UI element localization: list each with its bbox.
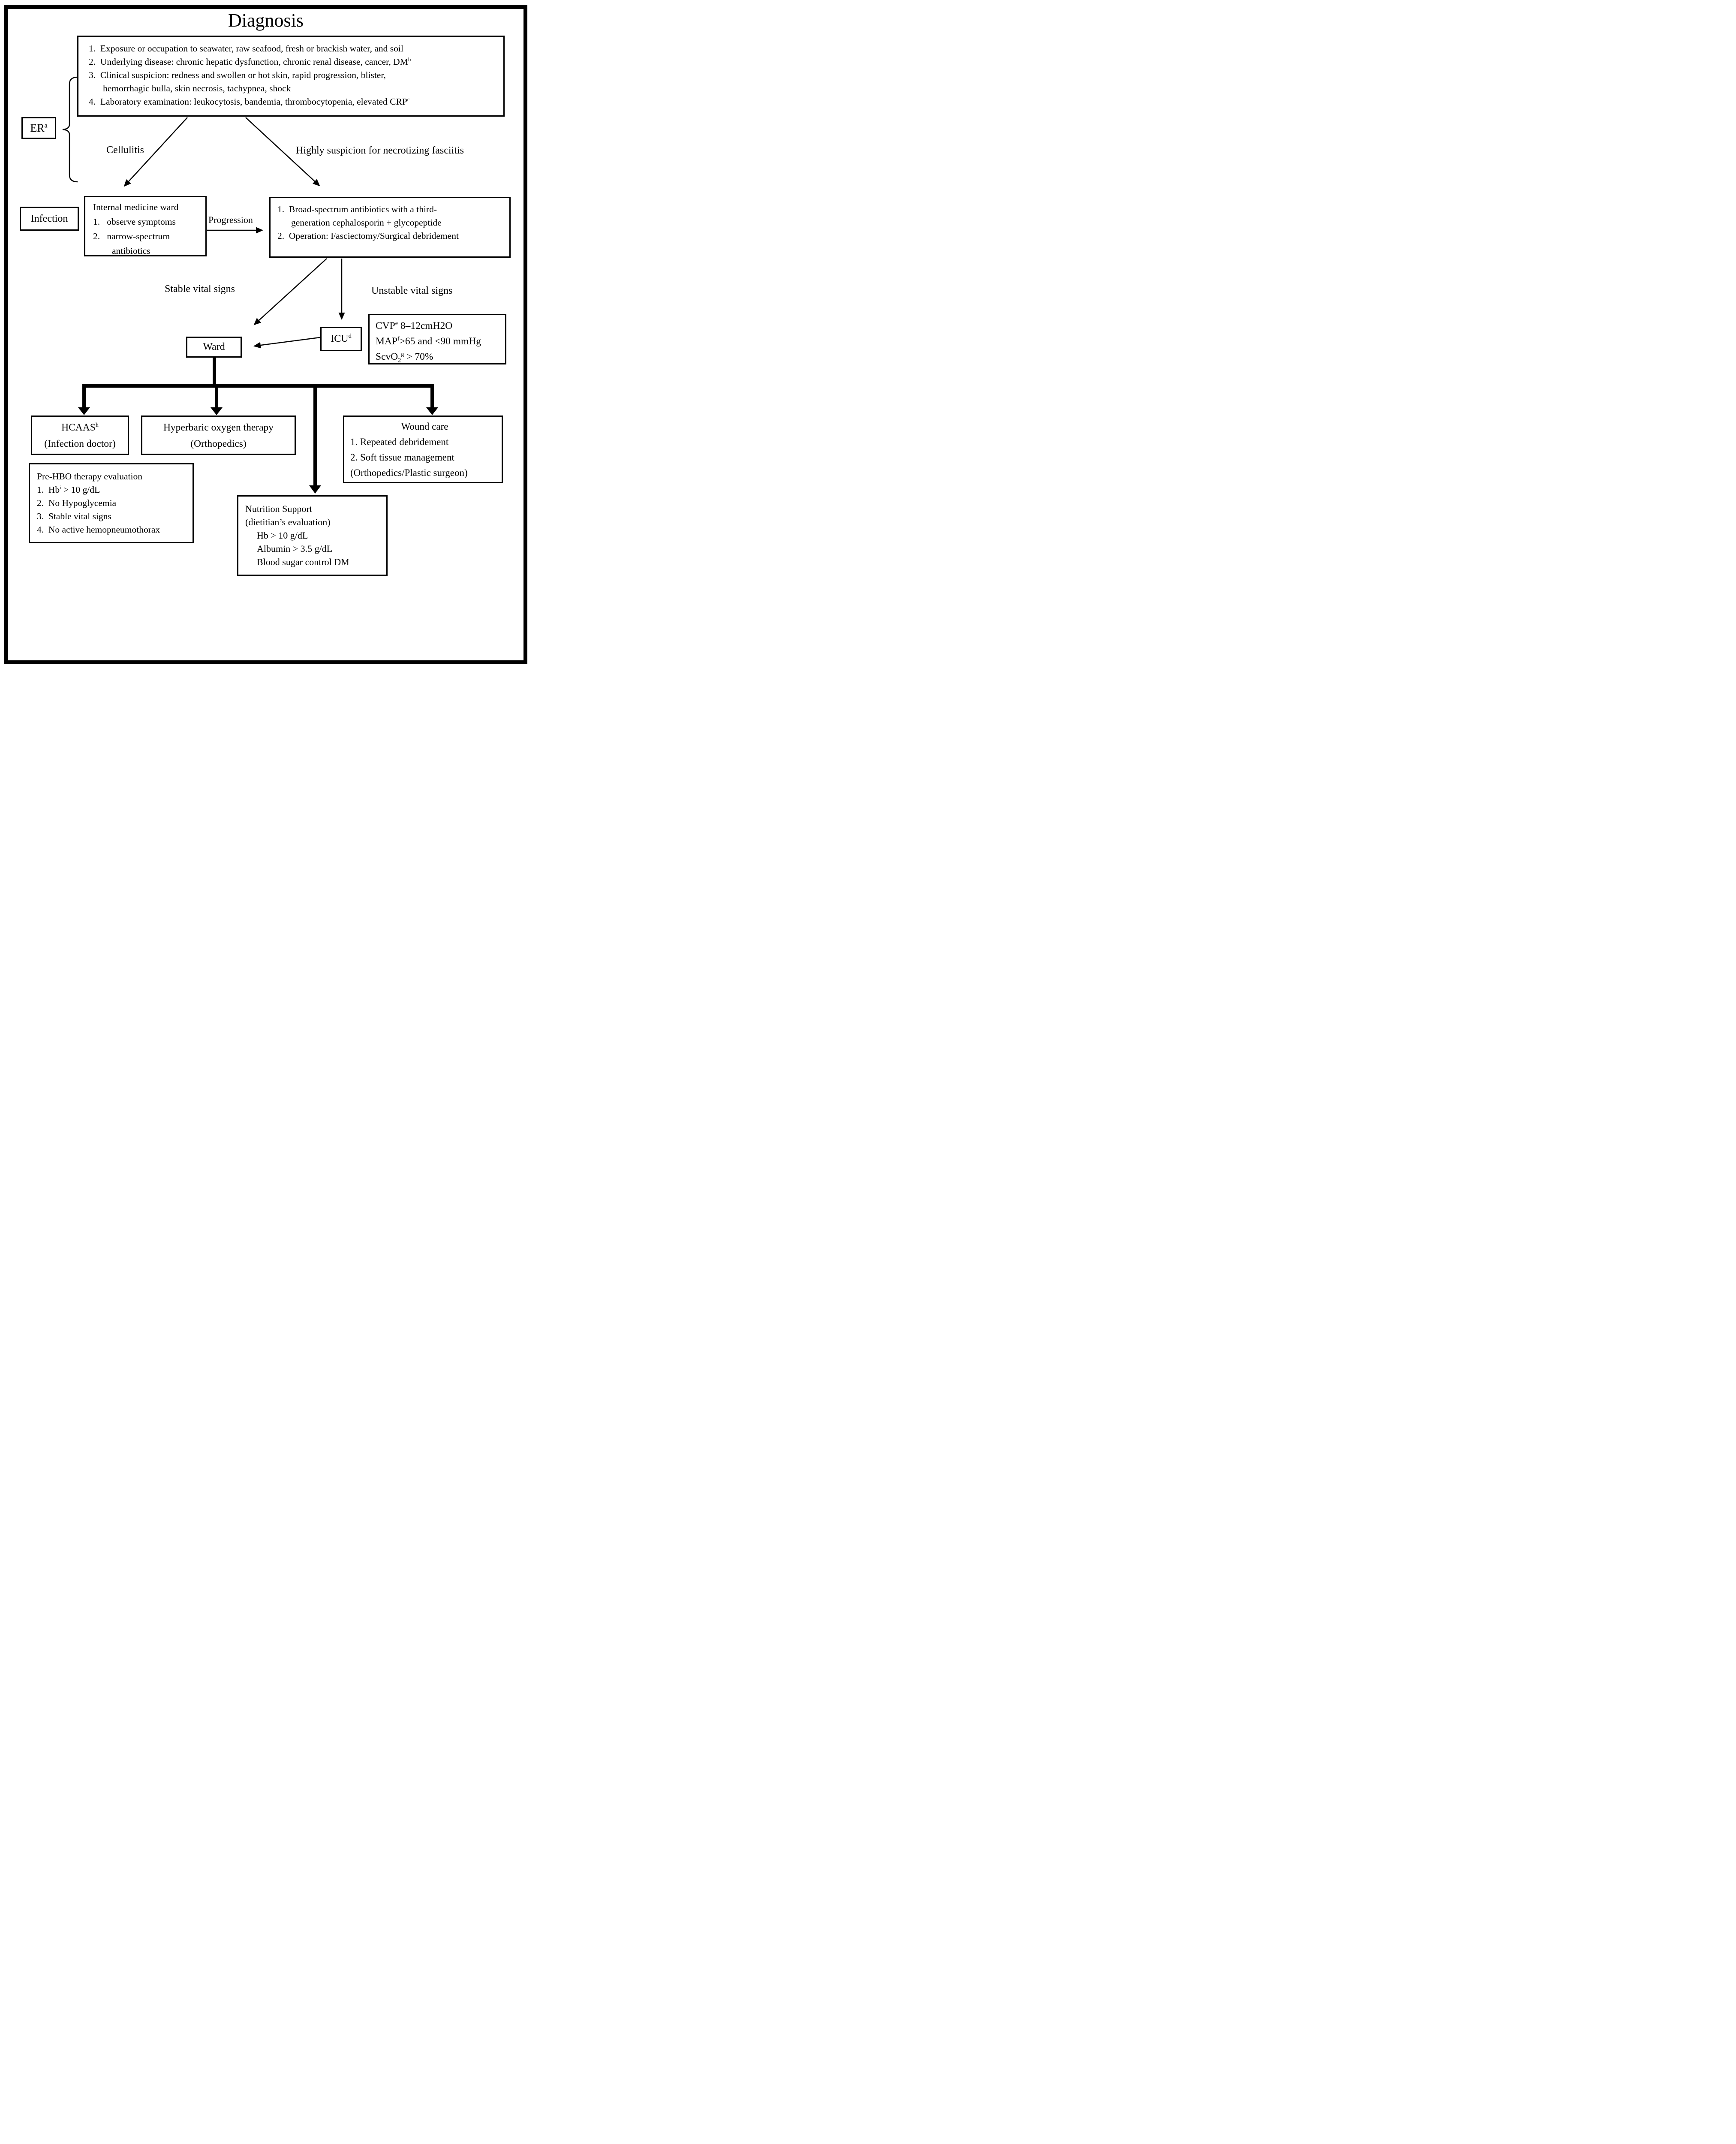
icu-box: ICUd [320,327,362,351]
infection-box: Infection [20,207,79,231]
ward-label: Ward [203,341,225,352]
infection-label: Infection [30,213,68,224]
page-title: Diagnosis [228,10,304,31]
ward-box: Ward [186,337,242,358]
cellulitis-label: Cellulitis [106,145,144,156]
er-box: ERa [21,117,56,139]
broad-spectrum-treatment-box: 1. Broad-spectrum antibiotics with a thi… [269,197,511,258]
nutrition-support-box: Nutrition Support(dietitian’s evaluation… [237,495,388,576]
page-border [4,5,527,664]
necrotizing-fasciitis-label: Highly suspicion for necrotizing fasciit… [296,145,464,156]
diagnosis-criteria-box: 1. Exposure or occupation to seawater, r… [77,36,505,117]
hyperbaric-oxygen-box: Hyperbaric oxygen therapy(Orthopedics) [141,416,296,455]
diagnosis-flowchart: Diagnosis 1. Exposure or occupation to s… [0,0,532,669]
progression-label: Progression [208,214,253,225]
hcaas-box: HCAASh(Infection doctor) [31,416,129,455]
stable-vital-signs-label: Stable vital signs [165,283,235,295]
unstable-vital-signs-label: Unstable vital signs [371,285,453,296]
